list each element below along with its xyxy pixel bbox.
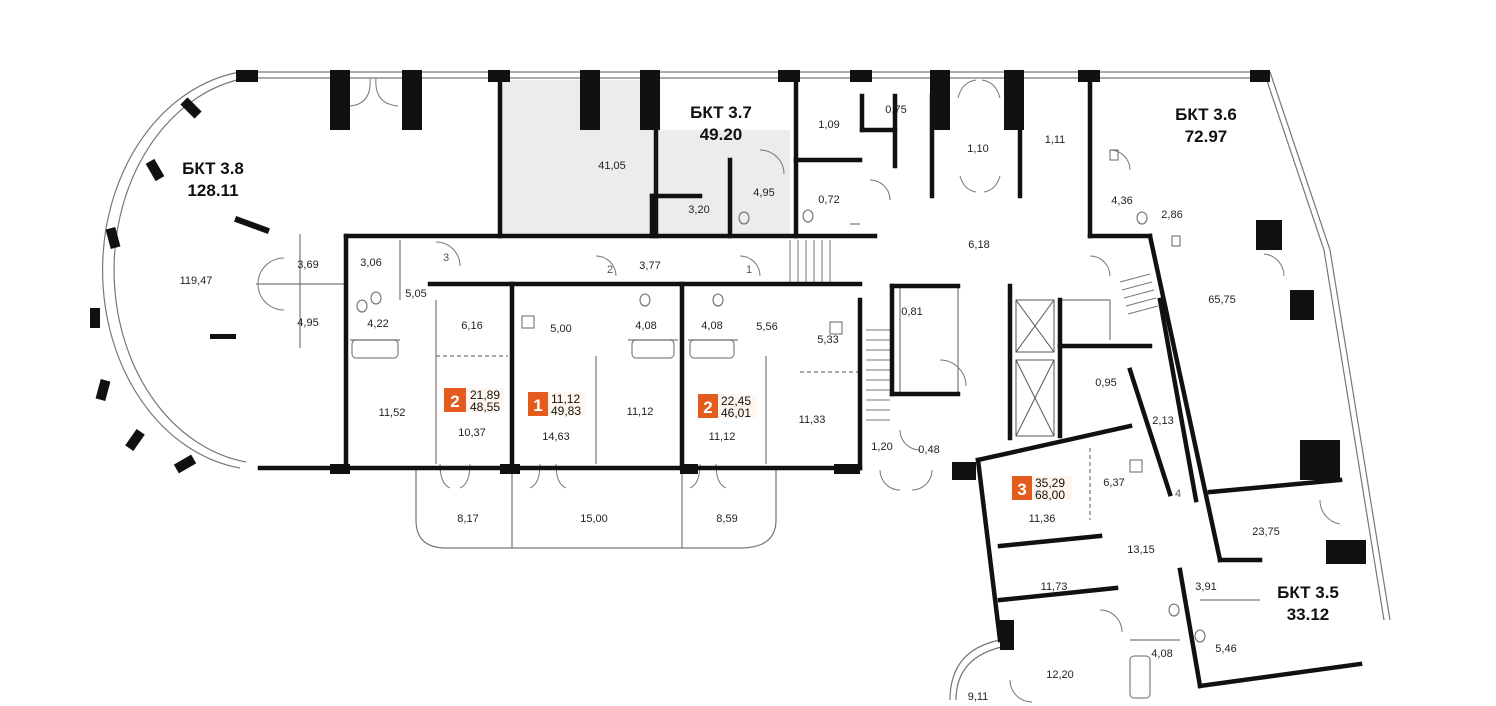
badge-rooms: 3 bbox=[1017, 480, 1026, 499]
badge-total: 46,01 bbox=[721, 406, 751, 420]
room-area: 4,08 bbox=[1151, 648, 1172, 660]
room-area: 11,36 bbox=[1029, 513, 1056, 525]
bkt-3-5-name: БКТ 3.5 bbox=[1277, 583, 1339, 602]
room-area: 1,09 bbox=[818, 119, 839, 131]
room-area: 41,05 bbox=[598, 160, 626, 172]
badge-box bbox=[1012, 476, 1032, 500]
badge-values-box bbox=[718, 394, 756, 418]
room-area: 9,11 bbox=[968, 691, 989, 703]
room-area-labels: 119,47 3,69 4,95 3,06 5,05 4,22 6,16 11,… bbox=[180, 104, 1280, 703]
room-area: 4,95 bbox=[297, 317, 318, 329]
badge-total: 49,83 bbox=[551, 404, 581, 418]
room-area: 65,75 bbox=[1208, 294, 1236, 306]
apartment-badge-2[interactable]: 1 11,12 49,83 bbox=[528, 392, 586, 418]
bkt-3-7-area: 49.20 bbox=[700, 125, 743, 144]
room-area: 5,56 bbox=[756, 321, 777, 333]
room-area: 8,59 bbox=[716, 513, 737, 525]
bkt-3-8-name: БКТ 3.8 bbox=[182, 159, 244, 178]
room-area: 0,75 bbox=[885, 104, 906, 116]
badge-living: 22,45 bbox=[721, 394, 751, 408]
room-area: 5,05 bbox=[405, 288, 426, 300]
apartment-badge-1[interactable]: 2 21,89 48,55 bbox=[444, 388, 504, 414]
room-area: 11,12 bbox=[709, 431, 736, 443]
room-area: 4,08 bbox=[701, 320, 722, 332]
apartment-badge-3[interactable]: 2 22,45 46,01 bbox=[698, 394, 756, 420]
room-area: 3,91 bbox=[1195, 581, 1216, 593]
room-area: 13,15 bbox=[1127, 544, 1155, 556]
room-area: 6,16 bbox=[461, 320, 482, 332]
room-area: 3,06 bbox=[360, 257, 381, 269]
badge-living: 11,12 bbox=[551, 392, 580, 406]
door-swings bbox=[257, 77, 1341, 703]
room-area: 11,73 bbox=[1041, 581, 1068, 593]
room-area: 10,37 bbox=[458, 427, 486, 439]
badge-total: 68,00 bbox=[1035, 488, 1065, 502]
room-area: 23,75 bbox=[1252, 526, 1280, 538]
walls bbox=[257, 75, 1363, 689]
bkt-3-8-area: 128.11 bbox=[187, 181, 238, 200]
badge-living: 21,89 bbox=[470, 388, 500, 402]
badge-values-box bbox=[1032, 476, 1072, 500]
room-area: 3,77 bbox=[639, 260, 660, 272]
room-area: 5,00 bbox=[550, 323, 571, 335]
room-area: 3,20 bbox=[688, 204, 709, 216]
elevator-shafts bbox=[1015, 299, 1055, 437]
badge-box bbox=[444, 388, 466, 412]
door-number-4: 4 bbox=[1175, 488, 1181, 500]
room-area: 1,10 bbox=[967, 143, 988, 155]
bkt-3-6-name: БКТ 3.6 bbox=[1175, 105, 1237, 124]
room-area: 11,12 bbox=[627, 406, 654, 418]
room-area: 5,46 bbox=[1215, 643, 1236, 655]
room-area: 1,20 bbox=[871, 441, 892, 453]
room-area: 12,20 bbox=[1046, 669, 1074, 681]
badge-rooms: 2 bbox=[703, 398, 712, 417]
door-number-2: 2 bbox=[607, 264, 613, 276]
bkt-3-6-area: 72.97 bbox=[1185, 127, 1228, 146]
room-area: 0,95 bbox=[1095, 377, 1116, 389]
unit-bkt-3-7-highlight-extra bbox=[656, 130, 790, 234]
badge-box bbox=[698, 394, 718, 418]
stairs bbox=[789, 240, 1159, 421]
badge-rooms: 2 bbox=[450, 392, 459, 411]
bkt-3-7-name: БКТ 3.7 bbox=[690, 103, 752, 122]
wall-pillars bbox=[90, 70, 1366, 650]
room-area: 0,48 bbox=[918, 444, 939, 456]
badge-total: 48,55 bbox=[470, 400, 500, 414]
room-area: 4,95 bbox=[753, 187, 774, 199]
room-area: 11,33 bbox=[799, 414, 826, 426]
apartment-badge-4[interactable]: 3 35,29 68,00 bbox=[1012, 476, 1072, 502]
room-area: 0,81 bbox=[901, 306, 922, 318]
room-area: 14,63 bbox=[542, 431, 570, 443]
room-area: 6,18 bbox=[968, 239, 989, 251]
room-area: 2,86 bbox=[1161, 209, 1182, 221]
room-area: 119,47 bbox=[180, 275, 213, 287]
room-area: 8,17 bbox=[457, 513, 478, 525]
room-area: 11,52 bbox=[379, 407, 406, 419]
badge-box bbox=[528, 392, 548, 416]
room-area: 6,37 bbox=[1103, 477, 1124, 489]
room-area: 15,00 bbox=[580, 513, 608, 525]
room-area: 4,22 bbox=[367, 318, 388, 330]
room-area: 3,69 bbox=[297, 259, 318, 271]
badge-living: 35,29 bbox=[1035, 476, 1065, 490]
room-area: 0,72 bbox=[818, 194, 839, 206]
door-number-3: 3 bbox=[443, 252, 449, 264]
bathroom-fixtures bbox=[351, 149, 1206, 699]
badge-values-box bbox=[466, 388, 504, 412]
door-number-1: 1 bbox=[746, 264, 752, 276]
badge-rooms: 1 bbox=[533, 396, 542, 415]
unit-bkt-3-7-highlight bbox=[502, 80, 656, 234]
room-area: 2,13 bbox=[1152, 415, 1173, 427]
bkt-3-5-area: 33.12 bbox=[1287, 605, 1330, 624]
room-area: 1,11 bbox=[1045, 134, 1066, 146]
room-area: 4,08 bbox=[635, 320, 656, 332]
room-area: 4,36 bbox=[1111, 195, 1132, 207]
room-area: 5,33 bbox=[817, 334, 838, 346]
badge-values-box bbox=[548, 392, 586, 416]
